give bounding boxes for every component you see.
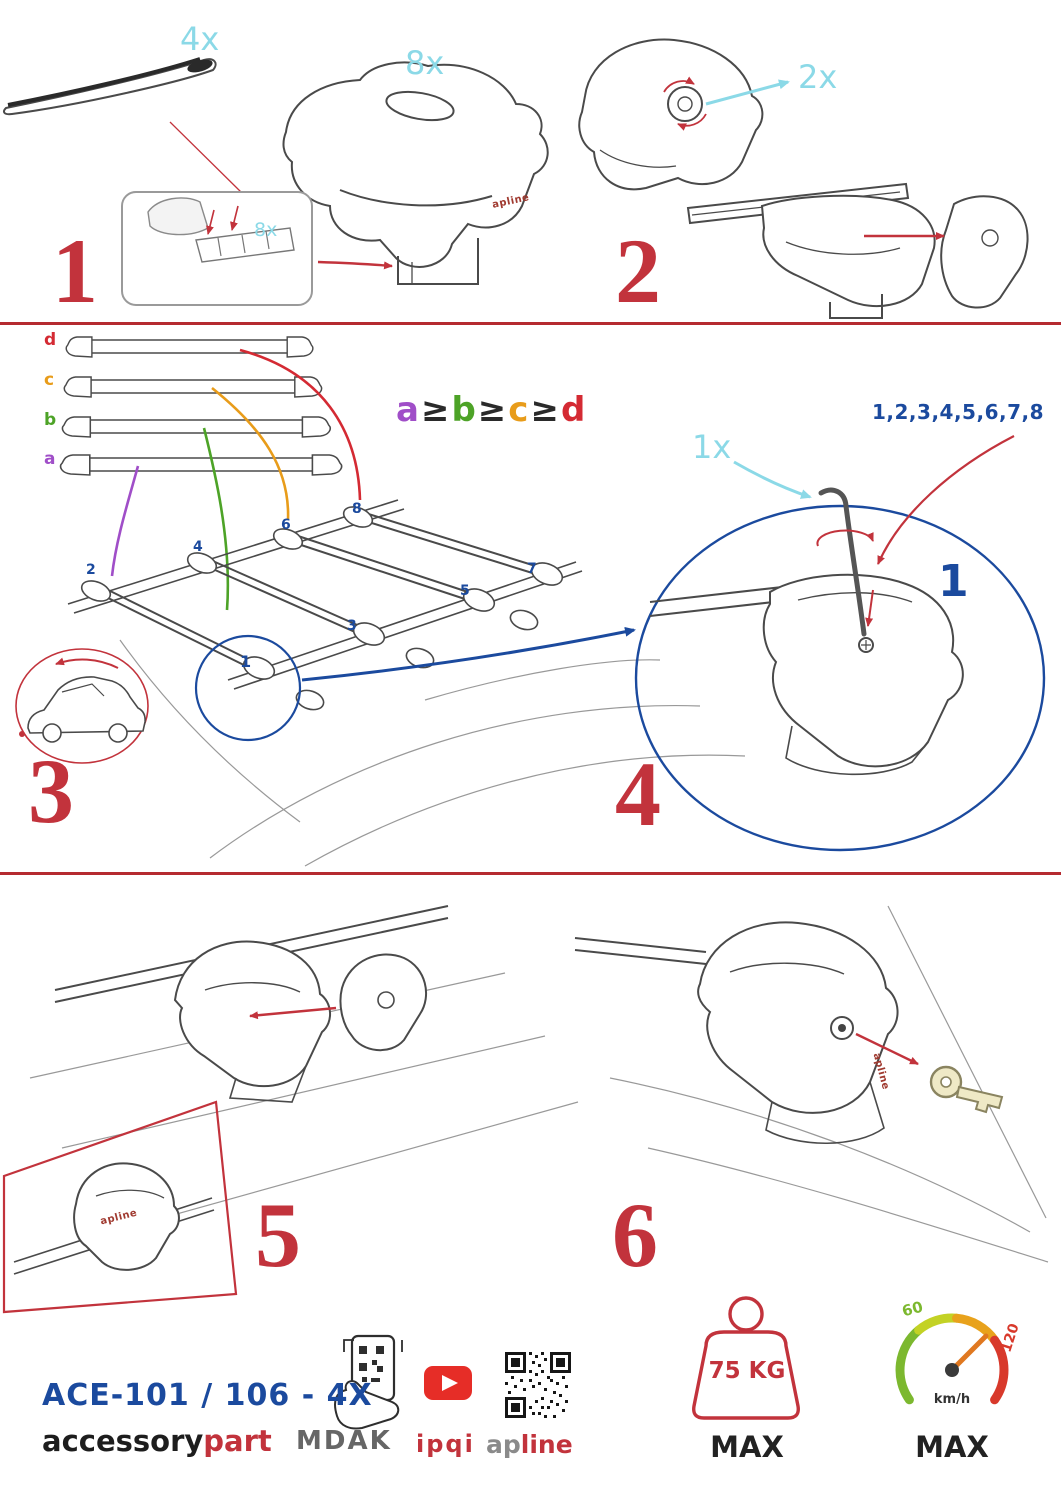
logo-ipqi: ipqi (416, 1430, 475, 1458)
weight-icon (692, 1296, 800, 1420)
speedometer-icon (895, 1313, 1009, 1405)
step5-illustration (2, 905, 579, 1314)
logo-apline: apline (486, 1430, 573, 1459)
bar-label-a: a (44, 449, 56, 469)
position-1: 1 (240, 652, 252, 671)
formula-gte-1: ≥ (420, 390, 452, 430)
step4-position-callout: 1 (938, 556, 969, 607)
formula-c: c (508, 390, 531, 430)
step3-illustration (15, 336, 746, 867)
step6-number: 6 (612, 1184, 658, 1286)
step4-illustration (634, 435, 1046, 852)
footer-icons (334, 1296, 1009, 1430)
brand-part: part (203, 1424, 272, 1458)
formula-a: a (396, 390, 421, 430)
car-icon (27, 676, 146, 743)
step1-number: 1 (52, 220, 98, 322)
position-5: 5 (460, 583, 470, 599)
position-7: 7 (527, 561, 537, 577)
allen-key-icon (818, 487, 867, 637)
brand-accessorypart: accessorypart (42, 1424, 272, 1458)
step4-tool-quantity: 1x (692, 428, 732, 466)
speed-unit-label: km/h (933, 1392, 971, 1407)
logo-mdak: MDAK (296, 1426, 392, 1456)
step2-lock-quantity: 2x (798, 58, 838, 96)
step5-number: 5 (255, 1184, 301, 1286)
formula-gte-2: ≥ (477, 390, 509, 430)
bar-label-b: b (44, 410, 57, 430)
logo-apline-ap: ap (486, 1430, 521, 1459)
formula-gte-3: ≥ (530, 390, 561, 430)
qr-code-icon (505, 1352, 571, 1418)
step2-number: 2 (615, 220, 661, 322)
max-weight-label: MAX (710, 1430, 784, 1464)
step2-illustration (578, 38, 1029, 319)
brand-accessory: accessory (42, 1424, 204, 1458)
section-divider-1 (0, 322, 1061, 325)
step3-number: 3 (28, 740, 74, 842)
max-speed-label: MAX (915, 1430, 989, 1464)
model-number: ACE-101 / 106 - 4X (42, 1378, 373, 1413)
key-icon (929, 1065, 1004, 1114)
bar-length-rule: a≥b≥c≥d (396, 390, 587, 430)
logo-apline-line: line (520, 1430, 573, 1459)
tightening-sequence: 1,2,3,4,5,6,7,8 (872, 400, 1045, 424)
position-6: 6 (281, 517, 291, 533)
bar-label-c: c (44, 370, 55, 390)
position-8: 8 (352, 501, 362, 517)
scan-qr-hand-icon (334, 1334, 403, 1430)
max-weight-value: 75 KG (708, 1358, 786, 1384)
position-3: 3 (347, 618, 357, 634)
step4-number: 4 (615, 743, 661, 845)
formula-d: d (560, 390, 588, 430)
step1-illustration (3, 57, 549, 306)
formula-b: b (451, 390, 478, 430)
section-divider-2 (0, 872, 1061, 875)
position-4: 4 (193, 539, 203, 555)
youtube-icon (424, 1366, 472, 1400)
step1-foot-quantity: 8x (405, 44, 445, 82)
bar-label-d: d (44, 330, 57, 350)
position-2: 2 (86, 562, 96, 578)
step1-bar-quantity: 4x (180, 20, 220, 58)
step6-illustration (574, 905, 1049, 1263)
step1-pad-quantity: 8x (254, 219, 278, 241)
